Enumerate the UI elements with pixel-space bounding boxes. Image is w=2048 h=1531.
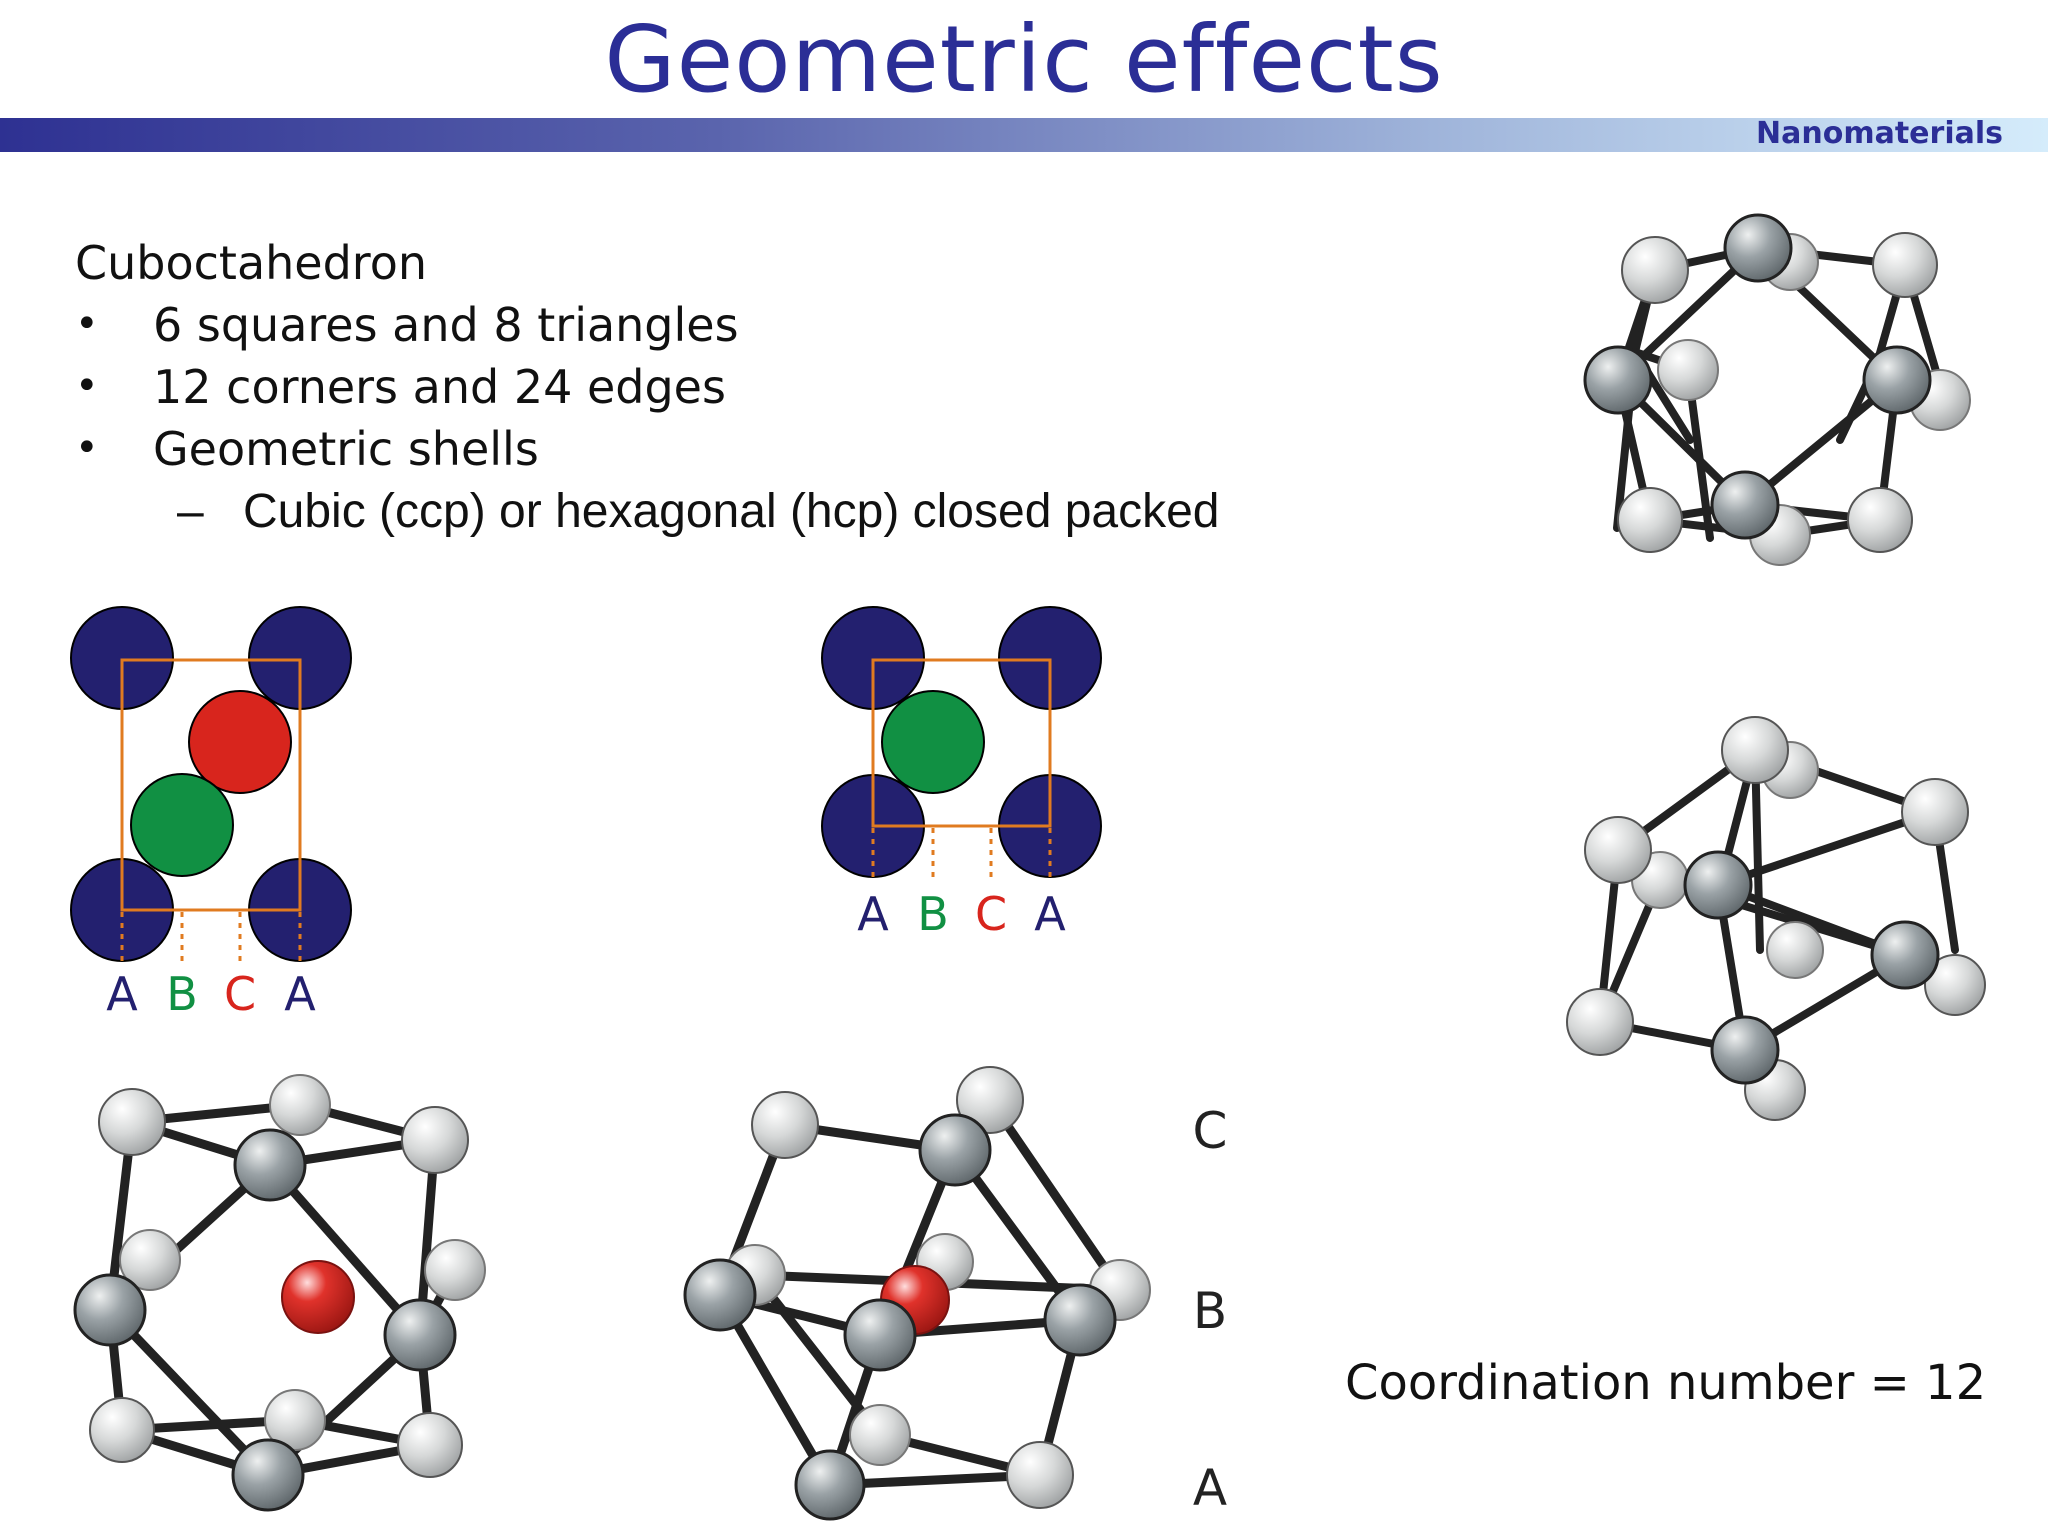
cuboctahedron-model-bottom-middle — [683, 1066, 1151, 1521]
sub-bullet-dash: – — [177, 485, 204, 538]
layer-label-b: B — [1193, 1282, 1227, 1340]
slide-title: Geometric effects — [604, 6, 1444, 113]
subject-label: Nanomaterials — [1756, 116, 2003, 151]
bullet-item: Geometric shells — [153, 422, 539, 476]
layer-label-a: A — [1193, 1459, 1227, 1517]
bullet-marker: • — [75, 301, 99, 347]
hcp-model-right — [1566, 716, 1986, 1121]
layer-label-a: A — [284, 967, 316, 1021]
layer-label-c: C — [1193, 1102, 1228, 1160]
hcp-packing-diagram: A B C A — [821, 606, 1102, 941]
layer-label-b: B — [166, 967, 198, 1021]
bullet-item: 6 squares and 8 triangles — [153, 298, 739, 352]
title-gradient-bar — [0, 118, 2048, 152]
layer-label-a: A — [857, 887, 889, 941]
ccp-packing-diagram: A B C A — [70, 606, 352, 1021]
bullet-item: 12 corners and 24 edges — [153, 360, 726, 414]
layer-label-c: C — [975, 887, 1007, 941]
bullet-marker: • — [75, 363, 99, 409]
cuboctahedron-model-top — [1583, 213, 1971, 566]
coordination-number: Coordination number = 12 — [1345, 1355, 1987, 1411]
heading: Cuboctahedron — [75, 236, 427, 290]
layer-label-a: A — [1034, 887, 1066, 941]
layer-label-a: A — [106, 967, 138, 1021]
bullet-marker: • — [75, 425, 99, 471]
layer-label-c: C — [224, 967, 256, 1021]
cuboctahedron-model-bottom-left — [73, 1074, 486, 1512]
center-atom-red — [281, 1260, 355, 1334]
layer-label-b: B — [917, 887, 949, 941]
sub-bullet-item: Cubic (ccp) or hexagonal (hcp) closed pa… — [243, 485, 1220, 538]
